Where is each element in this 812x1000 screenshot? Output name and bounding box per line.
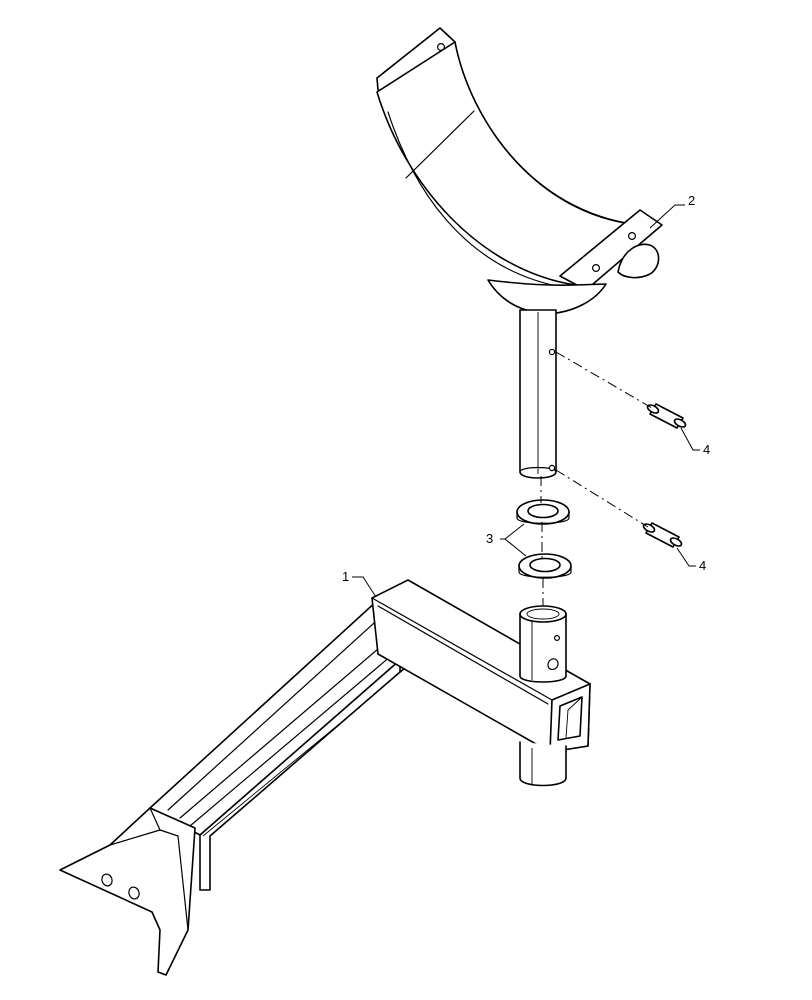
washer-lower xyxy=(518,553,572,579)
tube-set-screw-hole xyxy=(553,634,560,641)
callout-item-4-upper: 4 xyxy=(680,427,710,457)
callout-label-4-lower: 4 xyxy=(699,558,706,573)
assembly-lines xyxy=(540,351,653,610)
callout-item-1: 1 xyxy=(342,569,377,598)
support-arm xyxy=(59,579,591,976)
roll-pin-lower xyxy=(642,522,683,548)
callout-item-2: 2 xyxy=(649,193,695,229)
washer-upper xyxy=(516,499,570,525)
cradle-mount-hole xyxy=(627,232,636,241)
callout-item-3: 3 xyxy=(486,523,527,557)
post-pin-hole xyxy=(548,464,556,472)
foot-mount-hole xyxy=(128,886,140,900)
callout-label-1: 1 xyxy=(342,569,349,584)
callout-item-4-lower: 4 xyxy=(676,547,706,573)
cradle-post xyxy=(519,309,557,479)
roll-pin-upper xyxy=(646,403,687,429)
cradle-saddle xyxy=(376,27,663,315)
callout-label-2: 2 xyxy=(688,193,695,208)
post-pin-hole xyxy=(548,348,556,356)
callout-label-3: 3 xyxy=(486,531,493,546)
callout-label-4-upper: 4 xyxy=(703,442,710,457)
foot-mount-hole xyxy=(101,873,113,887)
cradle-mount-hole xyxy=(591,264,600,273)
